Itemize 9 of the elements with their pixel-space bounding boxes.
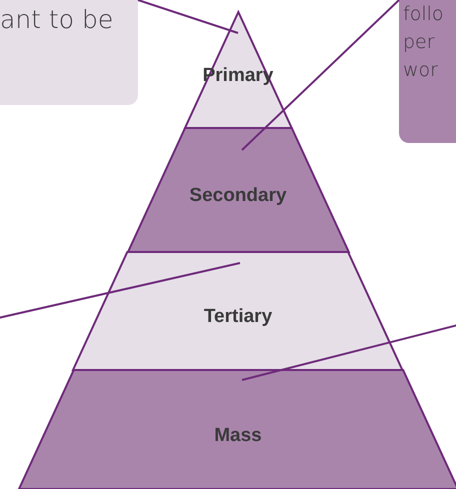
callout-text: ant to be: [0, 5, 114, 35]
layer-label: Mass: [213, 424, 263, 447]
leader-line: [242, 324, 456, 381]
layer-label: Tertiary: [202, 306, 274, 328]
leader-line: [0, 262, 240, 319]
leader-line: [138, 0, 238, 34]
leader-line: [241, 0, 400, 151]
layer-label: Secondary: [188, 185, 288, 208]
callout-text: follo per wor: [403, 2, 444, 83]
